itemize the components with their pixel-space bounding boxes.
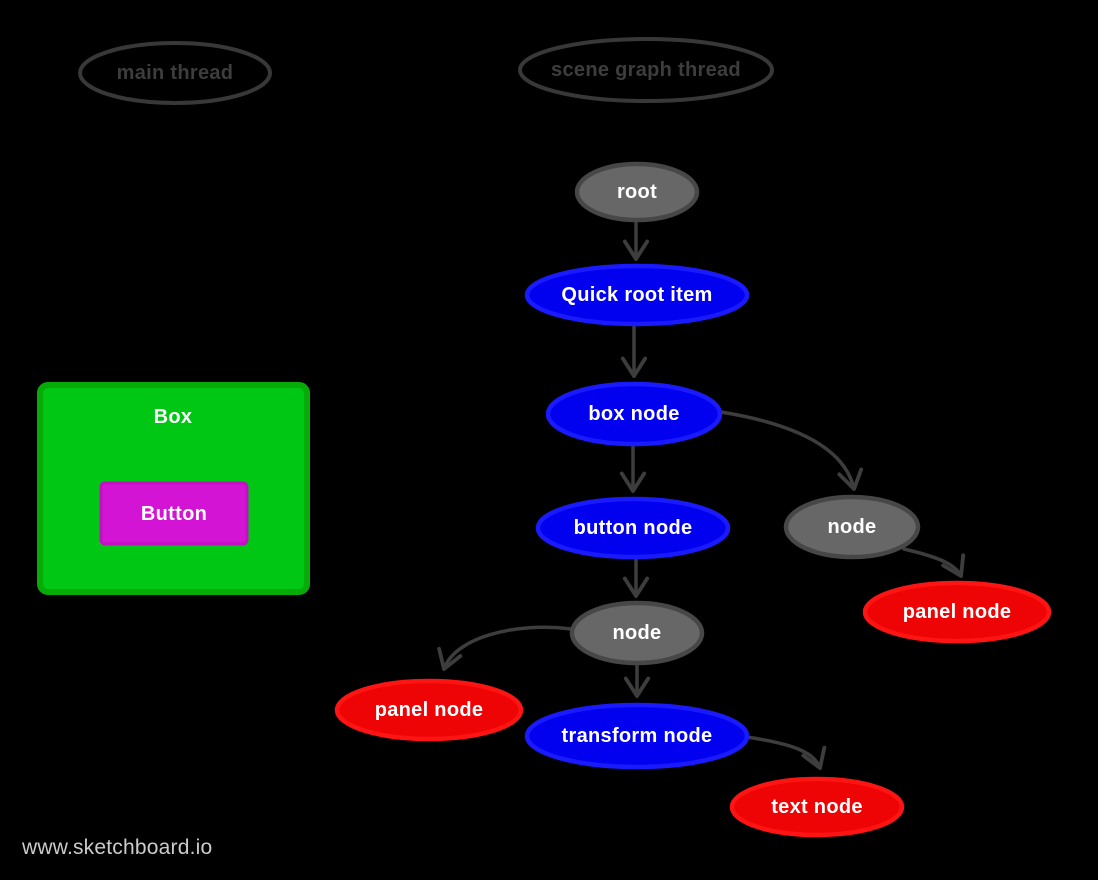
node-node-lower-label: node	[613, 622, 662, 644]
node-text-node[interactable]: text node	[729, 776, 905, 838]
node-quick-root-item-label: Quick root item	[561, 284, 712, 306]
button-preview-label: Button	[141, 503, 207, 525]
node-root-label: root	[617, 181, 657, 203]
edge-node-right-to-panel-node-right	[902, 547, 966, 578]
node-node-lower[interactable]: node	[569, 600, 705, 666]
node-text-node-label: text node	[771, 796, 863, 818]
node-button-node-label: button node	[574, 517, 693, 539]
node-box-node[interactable]: box node	[545, 381, 723, 447]
scene-graph-thread-ellipse: scene graph thread	[518, 37, 774, 103]
node-quick-root-item[interactable]: Quick root item	[524, 263, 750, 327]
node-panel-node-right-label: panel node	[903, 601, 1012, 623]
main-thread-label: main thread	[117, 62, 234, 84]
node-panel-node-right[interactable]: panel node	[862, 580, 1052, 644]
node-panel-node-left[interactable]: panel node	[334, 678, 524, 742]
scene-graph-thread-label: scene graph thread	[551, 59, 741, 81]
node-node-right-label: node	[828, 516, 877, 538]
edge-node-lower-to-panel-node-left	[437, 625, 573, 671]
edge-transform-node-to-text-node	[745, 735, 827, 770]
button-preview[interactable]: Button	[99, 481, 249, 546]
edge-box-node-to-node-right	[719, 410, 864, 491]
main-thread-ellipse: main thread	[78, 41, 272, 105]
node-root[interactable]: root	[574, 161, 700, 223]
node-transform-node-label: transform node	[562, 725, 713, 747]
node-button-node[interactable]: button node	[535, 496, 731, 560]
node-node-right[interactable]: node	[783, 494, 921, 560]
node-transform-node[interactable]: transform node	[524, 702, 750, 770]
node-panel-node-left-label: panel node	[375, 699, 484, 721]
box-preview-label: Box	[154, 406, 193, 428]
watermark: www.sketchboard.io	[22, 836, 213, 859]
node-box-node-label: box node	[588, 403, 679, 425]
